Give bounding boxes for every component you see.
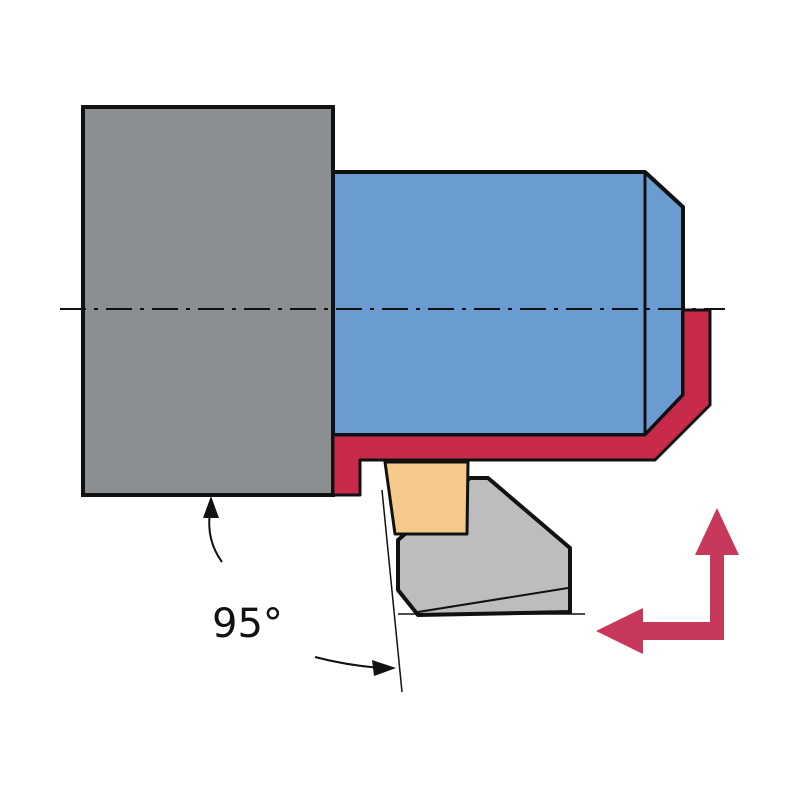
feed-direction-arrows-icon xyxy=(596,508,739,654)
finished-profile xyxy=(331,308,712,497)
angle-arrow-icon xyxy=(372,660,396,676)
chuck-pointer-arc xyxy=(208,511,223,563)
chuck-pointer-arrow-icon xyxy=(203,496,219,518)
angle-arc xyxy=(314,656,381,669)
chuck-block xyxy=(81,105,335,497)
angle-label: 95° xyxy=(212,601,283,647)
tool-holder-edge xyxy=(417,587,569,613)
insert-edge-reference-line xyxy=(381,489,403,693)
feed-arrow-horizontal xyxy=(596,608,724,654)
cutting-insert xyxy=(383,460,470,536)
feed-arrow-vertical xyxy=(695,508,739,640)
workpiece xyxy=(331,170,685,437)
